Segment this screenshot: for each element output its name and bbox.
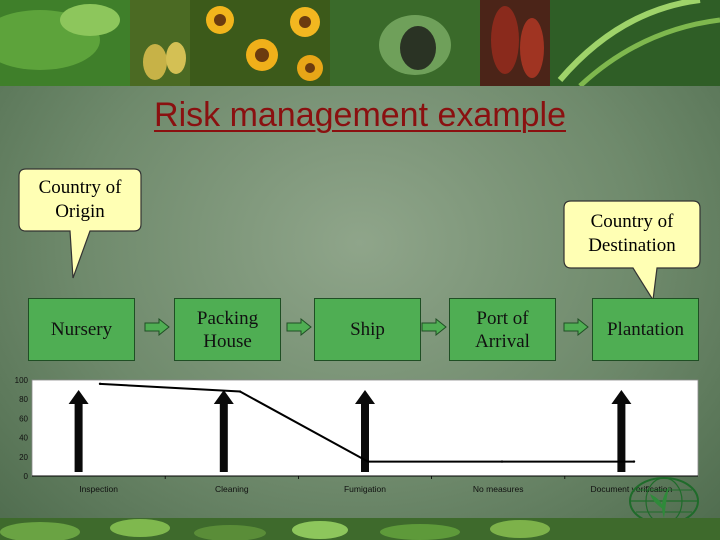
y-tick-label: 0 [24, 472, 29, 481]
plant-photo-banner [0, 0, 720, 86]
y-tick-label: 20 [19, 453, 28, 462]
y-tick-label: 100 [15, 376, 29, 385]
control-measure-arrow [611, 390, 632, 472]
control-measure-arrow [355, 390, 375, 472]
x-tick-label: Inspection [79, 484, 118, 494]
flow-arrow-icon [144, 318, 170, 336]
stage-ship: Ship [314, 298, 421, 361]
x-tick-label: Fumigation [344, 484, 386, 494]
origin-callout-bubble [18, 168, 142, 279]
flow-arrow-icon [421, 318, 447, 336]
origin-callout-text: Country of Origin [38, 177, 122, 222]
stage-nursery: Nursery [28, 298, 135, 361]
stage-label: Packing House [196, 307, 259, 352]
stage-label: Ship [350, 319, 385, 340]
destination-callout-bubble [563, 200, 701, 301]
y-tick-label: 40 [19, 434, 28, 443]
x-tick-label: No measures [473, 484, 524, 494]
y-tick-label: 60 [19, 414, 28, 423]
destination-callout-text: Country of Destination [588, 211, 676, 256]
stage-port-of-arrival: Port of Arrival [449, 298, 556, 361]
risk-level-point [98, 382, 102, 386]
flow-arrow-icon [286, 318, 312, 336]
slide-title: Risk management example [154, 96, 566, 134]
stage-label: Nursery [50, 319, 113, 340]
risk-level-point [238, 390, 242, 393]
stage-label: Plantation [606, 319, 685, 340]
stage-plantation: Plantation [592, 298, 699, 361]
risk-level-point [500, 460, 504, 463]
y-tick-label: 80 [19, 395, 28, 404]
plant-photo-footer [0, 518, 720, 540]
x-tick-label: Cleaning [215, 484, 249, 494]
control-measure-arrow [68, 390, 89, 472]
stage-packing-house: Packing House [174, 298, 281, 361]
risk-level-point [366, 460, 370, 463]
control-measure-arrow [213, 390, 234, 472]
x-tick-label: Document verification [591, 484, 673, 494]
risk-level-point [632, 460, 636, 463]
stage-label: Port of Arrival [475, 307, 530, 352]
risk-chart: 0 20 40 60 80 100 Inspection Cleaning Fumigatio… [15, 376, 699, 494]
flow-arrow-icon [563, 318, 589, 336]
